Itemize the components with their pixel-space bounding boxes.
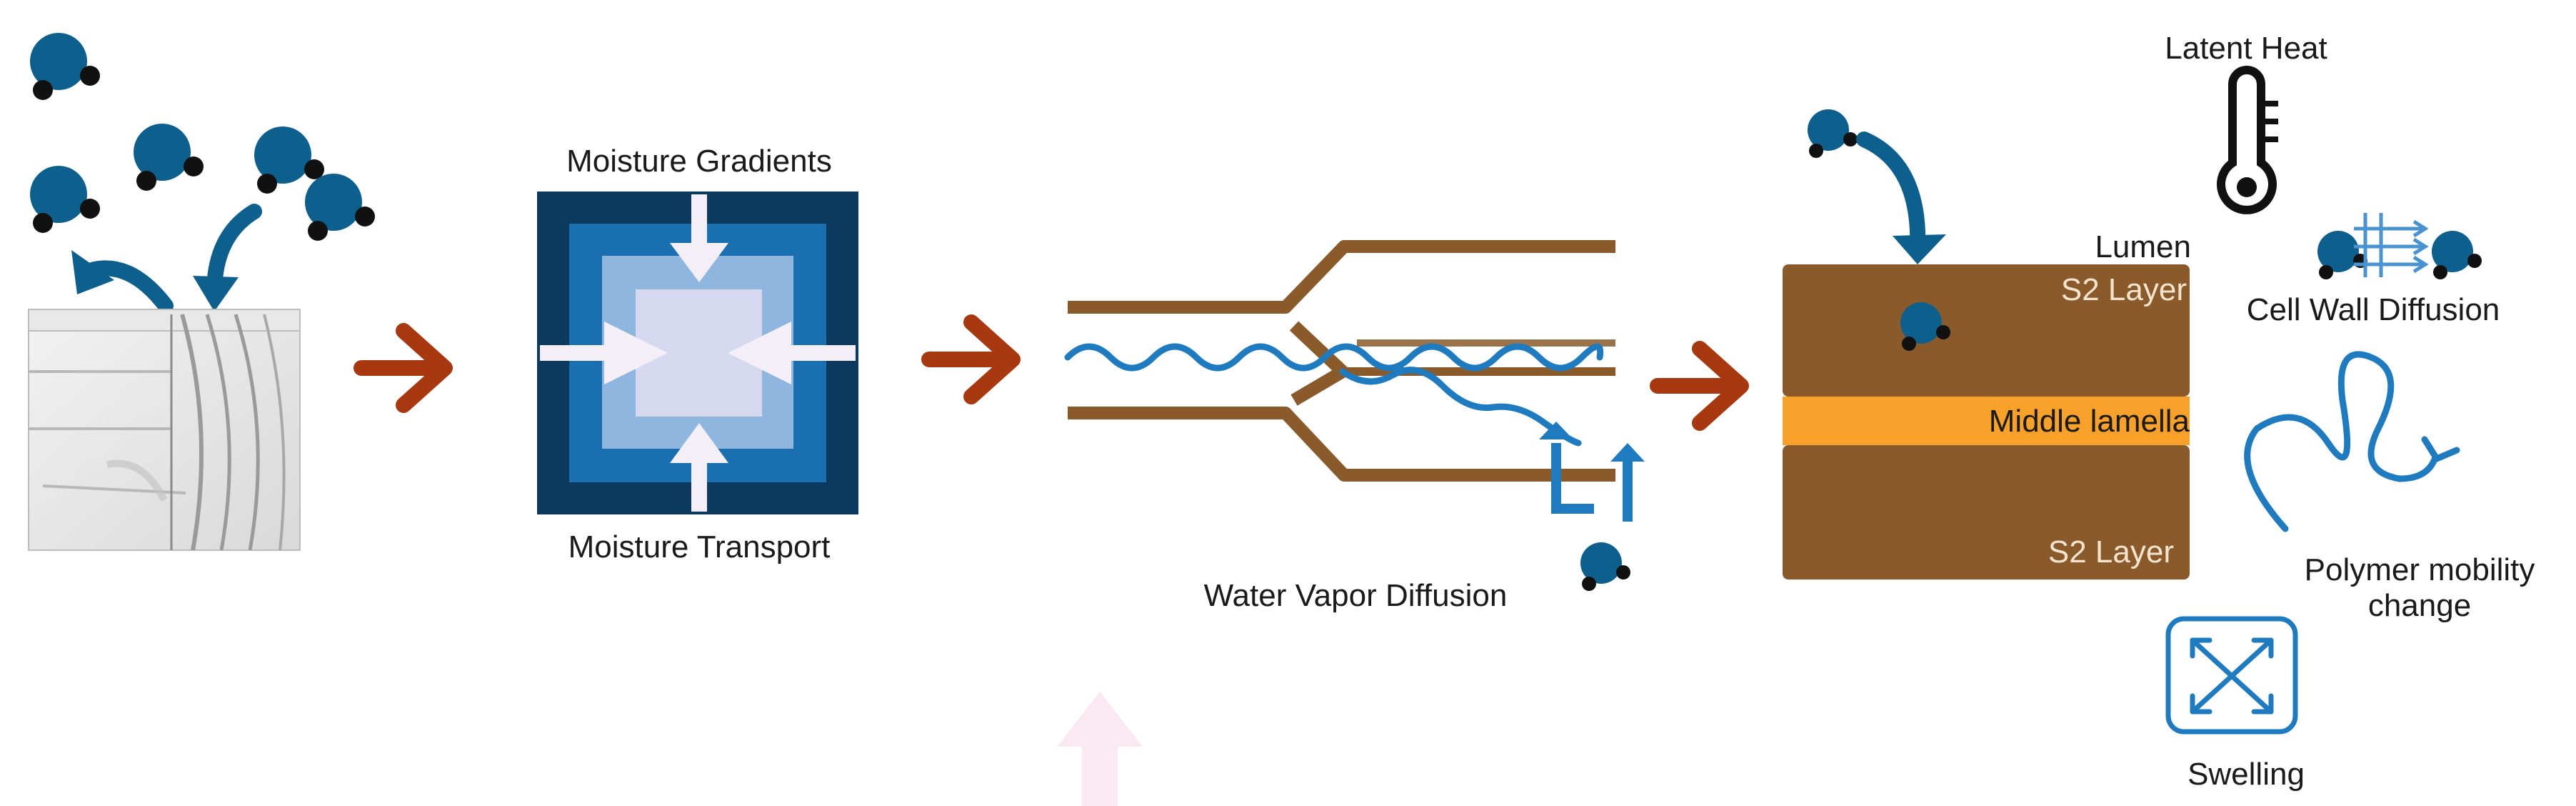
cell-wall-diffusion-label: Cell Wall Diffusion (2247, 292, 2500, 327)
exchange-arrows (1539, 422, 1645, 522)
water-molecules-group (30, 33, 375, 241)
polymer-mobility-icon (2244, 351, 2460, 532)
thermometer-icon (2217, 66, 2278, 214)
curved-arrow-icon (1856, 131, 1926, 258)
arrow-right-icon (921, 322, 1013, 397)
faint-up-arrow-icon (1057, 692, 1143, 806)
middle-lamella-label: Middle lamella (1989, 404, 2190, 439)
lumen-label: Lumen (2095, 229, 2191, 264)
inward-arrows (540, 194, 856, 512)
latent-heat-label: Latent Heat (2165, 31, 2327, 66)
water-molecule-icon (30, 166, 100, 233)
water-molecule-icon (305, 174, 375, 241)
moisture-gradient-box (537, 191, 858, 514)
water-vapor-diffusion-label: Water Vapor Diffusion (1204, 578, 1508, 613)
water-molecule-icon (134, 124, 204, 191)
moisture-gradients-label: Moisture Gradients (566, 144, 832, 179)
water-molecule-icon (30, 33, 100, 100)
cell-wall-layers (1783, 264, 2190, 579)
polymer-mobility-label-line2: change (2368, 588, 2471, 623)
cell-wall-diffusion-icon (2317, 213, 2482, 279)
moisture-exchange-arrows (71, 204, 262, 314)
swelling-label: Swelling (2187, 757, 2305, 792)
vapor-flow-lines (1064, 343, 1604, 447)
swelling-icon (2165, 616, 2298, 735)
polymer-mobility-label-line1: Polymer mobility (2305, 552, 2535, 587)
moisture-transport-label: Moisture Transport (568, 529, 831, 564)
wood-block (28, 309, 301, 551)
vessel-walls (1068, 240, 1615, 482)
arrow-right-icon (1650, 349, 1741, 423)
water-molecule-icon (1580, 542, 1630, 591)
arrow-right-icon (354, 331, 445, 405)
s2-layer-top-label: S2 Layer (2061, 272, 2187, 307)
water-molecule-icon (1808, 109, 1858, 158)
s2-layer-bottom-label: S2 Layer (2048, 534, 2174, 569)
